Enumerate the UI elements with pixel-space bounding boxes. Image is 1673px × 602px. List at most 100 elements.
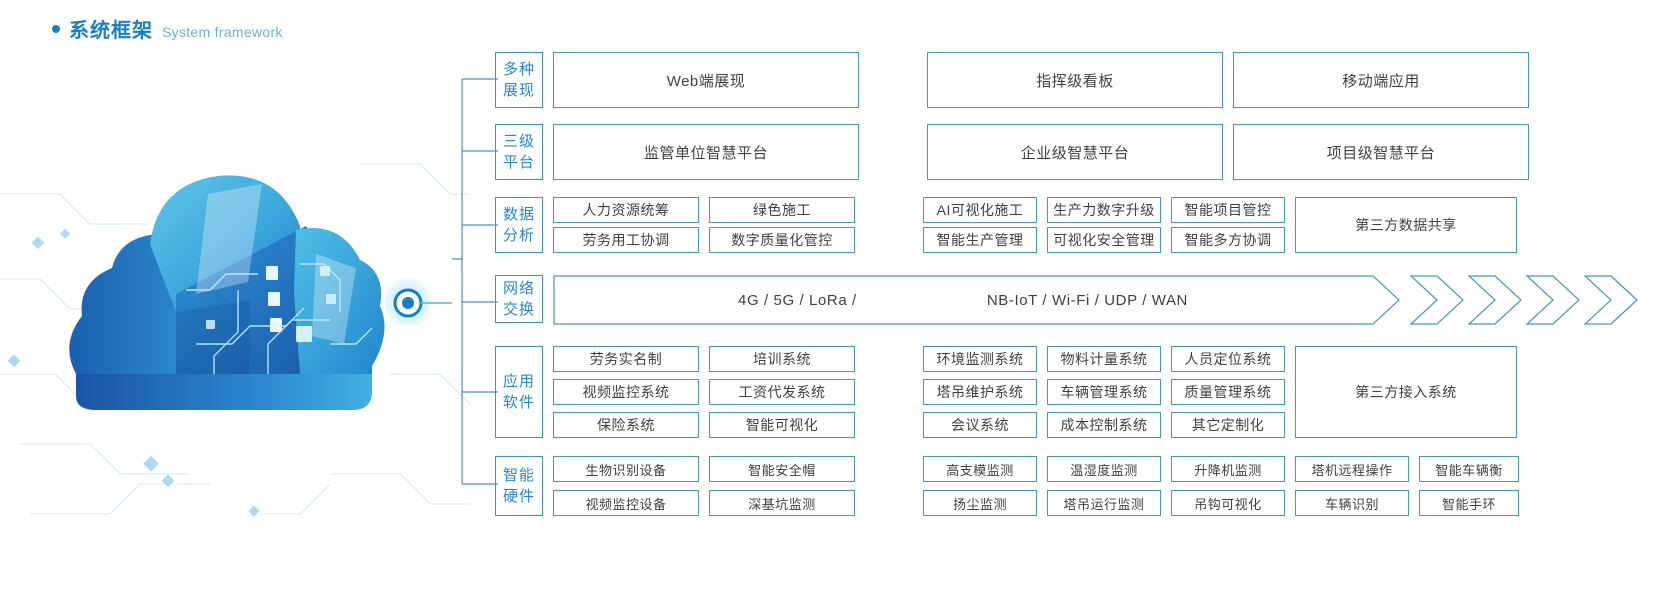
network-text-right: NB-IoT / Wi-Fi / UDP / WAN: [986, 291, 1188, 309]
row-app-software: 应用 软件 劳务实名制 视频监控系统 保险系统 培训系统 工资代发系统 智能可视…: [495, 346, 1517, 438]
cell-mobile-app[interactable]: 移动端应用: [1233, 52, 1529, 108]
row-label-line2: 交换: [502, 301, 535, 318]
cell-material-metering-system[interactable]: 物料计量系统: [1047, 346, 1161, 372]
cell-environment-monitoring-system[interactable]: 环境监测系统: [923, 346, 1037, 372]
row-label-line1: 多种: [502, 61, 535, 78]
cell-smart-visualization[interactable]: 智能可视化: [709, 412, 855, 438]
col-personnel-apps: 人员定位系统 质量管理系统 其它定制化: [1171, 346, 1285, 438]
col-hr: 人力资源统筹 劳务用工协调: [553, 197, 699, 253]
col-helmet-hw: 智能安全帽 深基坑监测: [709, 456, 855, 516]
col-ai: AI可视化施工 智能生产管理: [923, 197, 1037, 253]
cell-vehicle-recognition[interactable]: 车辆识别: [1295, 490, 1409, 516]
spacer: [1037, 197, 1047, 253]
spacer: [1161, 456, 1171, 516]
cell-deep-foundation-monitoring[interactable]: 深基坑监测: [709, 490, 855, 516]
cell-green-construction[interactable]: 绿色施工: [709, 197, 855, 223]
cell-command-dashboard[interactable]: 指挥级看板: [927, 52, 1223, 108]
cell-smart-production-mgmt[interactable]: 智能生产管理: [923, 227, 1037, 253]
cell-digital-quality[interactable]: 数字质量化管控: [709, 227, 855, 253]
cell-biometric-device[interactable]: 生物识别设备: [553, 456, 699, 482]
row-label-line2: 分析: [502, 227, 535, 244]
row-smart-hardware: 智能 硬件 生物识别设备 视频监控设备 智能安全帽 深基坑监测 高支模监测 扬尘…: [495, 456, 1519, 516]
row-label-line2: 硬件: [502, 488, 535, 505]
cell-quality-management-system[interactable]: 质量管理系统: [1171, 379, 1285, 405]
cell-hook-visualization[interactable]: 吊钩可视化: [1171, 490, 1285, 516]
spacer: [855, 197, 923, 253]
cell-project-platform[interactable]: 项目级智慧平台: [1233, 124, 1529, 180]
cell-video-surveillance-device[interactable]: 视频监控设备: [553, 490, 699, 516]
row-label-line1: 三级: [502, 133, 535, 150]
cell-meeting-system[interactable]: 会议系统: [923, 412, 1037, 438]
col-labor-apps: 劳务实名制 视频监控系统 保险系统: [553, 346, 699, 438]
spacer: [859, 52, 927, 108]
cell-personnel-positioning-system[interactable]: 人员定位系统: [1171, 346, 1285, 372]
spacer: [1223, 52, 1233, 108]
cell-smart-wristband[interactable]: 智能手环: [1419, 490, 1519, 516]
row-label-line1: 网络: [502, 280, 535, 297]
cell-payroll-system[interactable]: 工资代发系统: [709, 379, 855, 405]
cell-crane-maintenance-system[interactable]: 塔吊维护系统: [923, 379, 1037, 405]
spacer: [1037, 456, 1047, 516]
cell-web-display[interactable]: Web端展现: [553, 52, 859, 108]
cell-elevator-monitoring[interactable]: 升降机监测: [1171, 456, 1285, 482]
cell-video-surveillance-system[interactable]: 视频监控系统: [553, 379, 699, 405]
cell-third-party-access-system[interactable]: 第三方接入系统: [1295, 346, 1517, 438]
spacer: [1037, 346, 1047, 438]
cell-enterprise-platform[interactable]: 企业级智慧平台: [927, 124, 1223, 180]
network-arrow-bar: 4G / 5G / LoRa / NB-IoT / Wi-Fi / UDP / …: [553, 275, 1653, 325]
network-text-left: 4G / 5G / LoRa /: [738, 291, 857, 309]
col-formwork-hw: 高支模监测 扬尘监测: [923, 456, 1037, 516]
col-material-apps: 物料计量系统 车辆管理系统 成本控制系统: [1047, 346, 1161, 438]
cell-smart-project-control[interactable]: 智能项目管控: [1171, 197, 1285, 223]
spacer: [699, 456, 709, 516]
cell-labor-coordination[interactable]: 劳务用工协调: [553, 227, 699, 253]
page-header: 系统框架 System framework: [52, 14, 283, 43]
cell-dust-monitoring[interactable]: 扬尘监测: [923, 490, 1037, 516]
row-network: 网络 交换 4G / 5G / LoRa /: [495, 275, 1653, 325]
cell-cost-control-system[interactable]: 成本控制系统: [1047, 412, 1161, 438]
cell-tower-remote-operation[interactable]: 塔机远程操作: [1295, 456, 1409, 482]
cell-temperature-humidity-monitoring[interactable]: 温湿度监测: [1047, 456, 1161, 482]
spacer: [855, 456, 923, 516]
row-display: 多种 展现 Web端展现 指挥级看板 移动端应用: [495, 52, 1529, 108]
cell-third-party-data-sharing[interactable]: 第三方数据共享: [1295, 197, 1517, 253]
cell-other-customization[interactable]: 其它定制化: [1171, 412, 1285, 438]
spacer: [699, 197, 709, 253]
spacer: [1161, 346, 1171, 438]
bullet-dot-icon: [52, 25, 60, 33]
cell-smart-multiparty[interactable]: 智能多方协调: [1171, 227, 1285, 253]
col-productivity: 生产力数字升级 可视化安全管理: [1047, 197, 1161, 253]
row-label-line2: 平台: [502, 154, 535, 171]
spacer: [699, 346, 709, 438]
col-weighbridge-hw: 智能车辆衡 智能手环: [1419, 456, 1519, 516]
cell-smart-weighbridge[interactable]: 智能车辆衡: [1419, 456, 1519, 482]
row-label-platform: 三级 平台: [495, 124, 543, 180]
spacer: [1285, 197, 1295, 253]
row-label-network: 网络 交换: [495, 275, 543, 323]
col-smart-project: 智能项目管控 智能多方协调: [1171, 197, 1285, 253]
cell-labor-real-name[interactable]: 劳务实名制: [553, 346, 699, 372]
cell-high-formwork-monitoring[interactable]: 高支模监测: [923, 456, 1037, 482]
bracket-connector: [452, 78, 498, 485]
row-label-smart-hardware: 智能 硬件: [495, 456, 543, 516]
spacer: [1409, 456, 1419, 516]
cloud-network-illustration: [0, 44, 470, 564]
cell-hr-coordination[interactable]: 人力资源统筹: [553, 197, 699, 223]
cell-ai-visual-construction[interactable]: AI可视化施工: [923, 197, 1037, 223]
cell-visual-safety-mgmt[interactable]: 可视化安全管理: [1047, 227, 1161, 253]
row-platform: 三级 平台 监管单位智慧平台 企业级智慧平台 项目级智慧平台: [495, 124, 1529, 180]
cell-supervision-platform[interactable]: 监管单位智慧平台: [553, 124, 859, 180]
page-title: 系统框架: [69, 20, 153, 42]
cell-insurance-system[interactable]: 保险系统: [553, 412, 699, 438]
cell-training-system[interactable]: 培训系统: [709, 346, 855, 372]
cell-vehicle-management-system[interactable]: 车辆管理系统: [1047, 379, 1161, 405]
spacer: [855, 346, 923, 438]
col-env-apps: 环境监测系统 塔吊维护系统 会议系统: [923, 346, 1037, 438]
spacer: [1161, 197, 1171, 253]
cell-smart-helmet[interactable]: 智能安全帽: [709, 456, 855, 482]
cell-productivity-upgrade[interactable]: 生产力数字升级: [1047, 197, 1161, 223]
row-label-display: 多种 展现: [495, 52, 543, 108]
row-label-line1: 智能: [502, 467, 535, 484]
system-framework-diagram: 多种 展现 Web端展现 指挥级看板 移动端应用 三级 平台 监管单位智慧平台 …: [452, 44, 1667, 524]
cell-crane-operation-monitoring[interactable]: 塔吊运行监测: [1047, 490, 1161, 516]
